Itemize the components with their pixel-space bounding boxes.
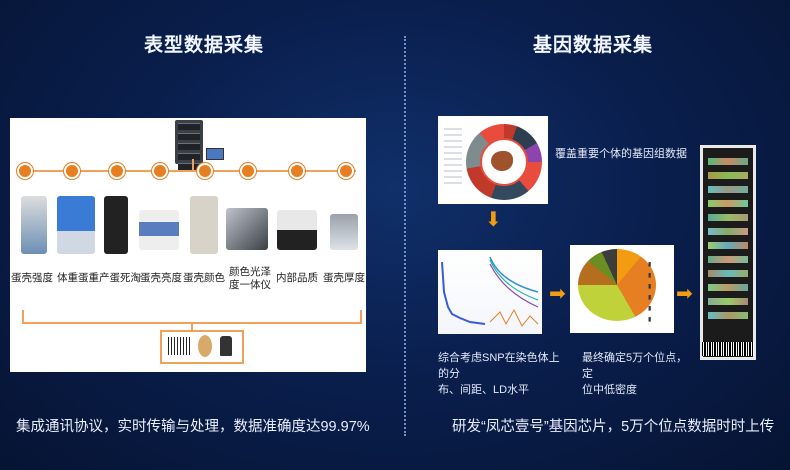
bus-node — [197, 163, 213, 179]
data-bus-line — [20, 170, 356, 172]
hen-icon — [491, 151, 513, 171]
bus-node — [289, 163, 305, 179]
server-link — [192, 159, 194, 170]
monitor-icon — [206, 148, 224, 160]
bus-node — [338, 163, 354, 179]
snp-curves-icon — [441, 256, 539, 327]
chip-window — [708, 298, 748, 305]
device-label-color: 蛋壳颜色 — [183, 272, 225, 284]
chip-window — [708, 312, 748, 319]
genome-label: 覆盖重要个体的基因组数据 — [555, 148, 687, 160]
arrow-right-icon: ➡ — [676, 283, 693, 305]
tools-box — [160, 330, 244, 364]
eggshell-strength-device-icon — [21, 196, 47, 254]
genome-legend — [444, 124, 462, 186]
right-title: 基因数据采集 — [533, 35, 654, 56]
chip-window — [708, 200, 748, 207]
bus-node — [109, 163, 125, 179]
thickness-gauge-icon — [330, 214, 358, 250]
gloss-meter-icon — [226, 208, 268, 250]
barcode-scanner-icon — [220, 336, 232, 356]
chip-window — [708, 186, 748, 193]
chip-barcode-icon — [702, 342, 754, 356]
egg-icon — [198, 335, 212, 357]
phenotype-diagram: 蛋壳强度 体重蛋重 产蛋死淘 蛋壳亮度 蛋壳颜色 颜色光泽 度一体仪 内部品质 … — [10, 118, 366, 372]
left-title: 表型数据采集 — [144, 35, 265, 56]
handheld-scanner-icon — [104, 196, 128, 254]
arrow-right-icon: ➡ — [549, 283, 566, 305]
chip-window — [708, 256, 748, 263]
color-meter-icon — [190, 196, 218, 254]
circos-inner-ring — [480, 138, 528, 186]
barcode-icon — [168, 337, 192, 355]
quality-analyzer-icon — [277, 210, 317, 250]
device-label-thickness: 蛋壳厚度 — [323, 272, 365, 284]
tools-link — [191, 322, 193, 332]
site-pie-chart-icon — [578, 249, 656, 321]
snp-label: 综合考虑SNP在染色体上的分 布、间距、LD水平 — [438, 352, 560, 396]
chip-window — [708, 242, 748, 249]
chip-window — [708, 172, 748, 179]
pie-legend: ▮▮▮▮▮▮ — [648, 262, 652, 323]
device-label-brightness: 蛋壳亮度 — [140, 272, 182, 284]
bus-node — [17, 163, 33, 179]
arrow-down-icon: ⬇ — [485, 209, 502, 231]
device-label-strength: 蛋壳强度 — [11, 272, 53, 284]
gene-chip-icon — [700, 145, 756, 360]
right-caption: 研发“凤芯壹号”基因芯片，5万个位点数据时时上传 — [452, 419, 775, 435]
brightness-meter-icon — [139, 210, 179, 250]
chip-window — [708, 270, 748, 277]
device-label-weight: 体重蛋重 — [57, 272, 99, 284]
bus-node — [64, 163, 80, 179]
bus-node — [152, 163, 168, 179]
left-caption: 集成通讯协议，实时传输与处理，数据准确度达99.97% — [16, 419, 370, 435]
bus-node — [240, 163, 256, 179]
chip-window — [708, 228, 748, 235]
server-icon — [175, 120, 203, 170]
chip-window — [708, 214, 748, 221]
device-label-laying: 产蛋死淘 — [99, 272, 141, 284]
device-label-gloss: 颜色光泽 度一体仪 — [229, 266, 271, 291]
sites-label: 最终确定5万个位点，定 位中低密度 — [582, 352, 688, 396]
center-divider — [404, 36, 406, 436]
chip-window — [708, 284, 748, 291]
chip-window — [708, 158, 748, 165]
device-label-internal: 内部品质 — [276, 272, 318, 284]
weight-scale-device-icon — [57, 196, 95, 254]
